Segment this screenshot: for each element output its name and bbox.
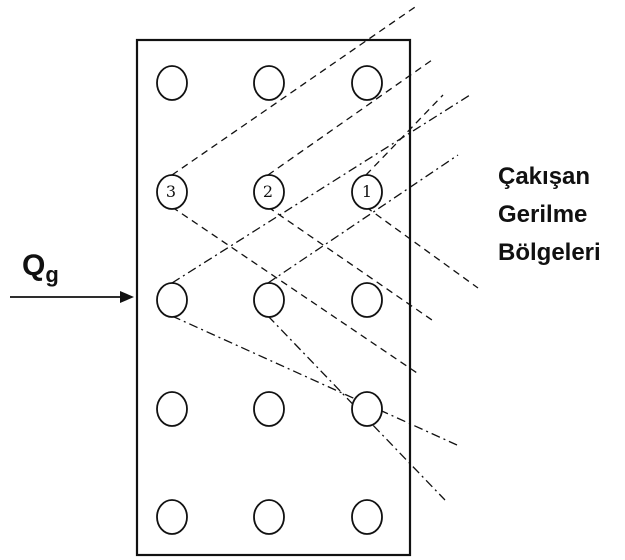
- pile-grid: [156, 65, 383, 535]
- stress-line-8: [267, 154, 459, 284]
- stress-line-3: [365, 94, 444, 176]
- stress-line-4: [171, 206, 421, 376]
- stress-line-9: [171, 315, 458, 446]
- region-label-line-2: Gerilme: [498, 201, 587, 228]
- pile-cap-outline: [135, 38, 412, 557]
- pile-r2-c1: [156, 174, 188, 210]
- pile-r2-c2: [253, 174, 285, 210]
- region-label-line-1: Çakışan: [498, 163, 590, 190]
- pile-r4-c2: [253, 391, 285, 427]
- load-arrow: [10, 291, 134, 303]
- stress-line-1: [171, 4, 419, 176]
- stress-line-2: [267, 59, 433, 176]
- stress-line-6: [365, 206, 479, 289]
- load-label-main: Q: [22, 249, 45, 282]
- pile-r5-c2: [253, 499, 285, 535]
- pile-r1-c1: [156, 65, 188, 101]
- pile-r1-c3: [351, 65, 383, 101]
- pile-r2-c3: [351, 174, 383, 210]
- region-label: Çakışan Gerilme Bölgeleri: [498, 163, 601, 266]
- pile-number-3: 3: [166, 182, 176, 201]
- stress-line-5: [267, 206, 433, 321]
- load-label: Qg: [22, 249, 59, 287]
- region-label-line-3: Bölgeleri: [498, 239, 601, 266]
- pile-r5-c1: [156, 499, 188, 535]
- stress-lines: [171, 4, 479, 501]
- pile-r5-c3: [351, 499, 383, 535]
- stress-line-7: [171, 94, 471, 284]
- pile-r4-c1: [156, 391, 188, 427]
- load-label-sub: g: [45, 262, 58, 287]
- pile-number-1: 1: [362, 182, 372, 201]
- pile-r3-c1: [156, 282, 188, 318]
- pile-r1-c2: [253, 65, 285, 101]
- pile-r3-c3: [351, 282, 383, 318]
- pile-r4-c3: [351, 391, 383, 427]
- pile-number-2: 2: [263, 182, 273, 201]
- pile-r3-c2: [253, 282, 285, 318]
